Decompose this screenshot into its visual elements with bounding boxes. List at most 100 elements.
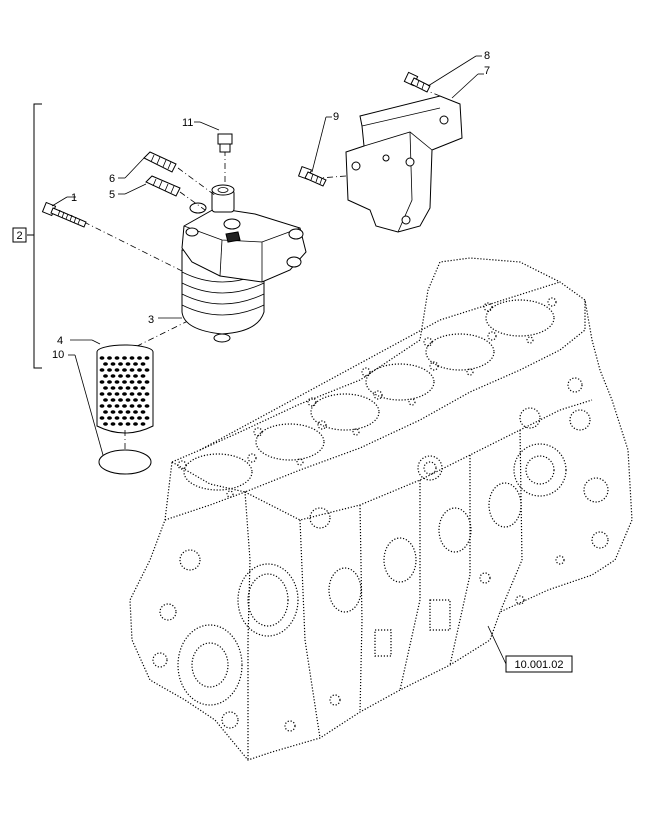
callout-7-label: 7: [484, 65, 490, 77]
bolt-8: [403, 55, 482, 93]
mesh-hole: [107, 368, 112, 372]
mesh-hole: [118, 374, 123, 378]
mesh-hole: [133, 374, 138, 378]
mesh-hole: [125, 374, 131, 378]
mesh-hole: [129, 356, 135, 360]
reference-box: 10.001.02: [487, 625, 573, 673]
mesh-hole: [133, 386, 138, 390]
mesh-hole: [118, 398, 123, 402]
mesh-hole: [122, 416, 127, 420]
mesh-hole: [99, 416, 105, 420]
mesh-hole: [99, 356, 105, 360]
mesh-hole: [110, 410, 116, 414]
mesh-hole: [99, 368, 105, 372]
mesh-hole: [118, 410, 123, 414]
mesh-hole: [137, 356, 142, 360]
mesh-hole: [107, 380, 112, 384]
mesh-hole: [140, 410, 146, 414]
filter-element: [70, 339, 154, 434]
filter-housing: [124, 184, 307, 353]
mesh-hole: [110, 386, 116, 390]
assembly-bracket: 2: [12, 103, 42, 369]
mesh-hole: [133, 422, 138, 426]
mesh-hole: [133, 398, 138, 402]
mesh-hole: [99, 404, 105, 408]
mesh-hole: [103, 362, 108, 366]
mesh-hole: [144, 416, 150, 420]
callout-3-label: 3: [148, 314, 154, 326]
callout-8-label: 8: [484, 50, 490, 62]
mesh-hole: [129, 368, 135, 372]
mesh-hole: [140, 422, 146, 426]
mesh-hole: [137, 368, 142, 372]
callout-9-label: 9: [333, 111, 339, 123]
fitting-6: [118, 151, 217, 197]
mesh-hole: [125, 386, 131, 390]
mesh-hole: [110, 362, 116, 366]
mesh-hole: [122, 392, 127, 396]
o-ring: [68, 354, 152, 475]
callout-2-label: 2: [16, 230, 22, 242]
mesh-hole: [114, 356, 120, 360]
mesh-hole: [110, 374, 116, 378]
mesh-hole: [144, 392, 150, 396]
callout-5-label: 5: [109, 189, 115, 201]
mesh-hole: [103, 398, 108, 402]
mesh-hole: [110, 398, 116, 402]
mesh-hole: [137, 380, 142, 384]
mesh-hole: [125, 398, 131, 402]
mesh-hole: [140, 386, 146, 390]
mesh-hole: [107, 416, 112, 420]
mesh-hole: [137, 416, 142, 420]
mesh-hole: [103, 410, 108, 414]
mesh-hole: [125, 362, 131, 366]
engine-block: [129, 257, 633, 761]
mounting-bracket: [319, 73, 484, 233]
mesh-hole: [140, 362, 146, 366]
bolt-1: [41, 196, 201, 281]
mesh-hole: [107, 404, 112, 408]
mesh-hole: [144, 356, 150, 360]
mesh-hole: [103, 422, 108, 426]
mesh-hole: [122, 368, 127, 372]
callout-6-label: 6: [109, 173, 115, 185]
mesh-hole: [133, 362, 138, 366]
mesh-hole: [122, 380, 127, 384]
mesh-hole: [99, 392, 105, 396]
mesh-hole: [125, 410, 131, 414]
mesh-hole: [114, 416, 120, 420]
mesh-hole: [144, 380, 150, 384]
mesh-hole: [103, 386, 108, 390]
mesh-hole: [137, 392, 142, 396]
callout-1-label: 1: [71, 192, 77, 204]
reference-label: 10.001.02: [515, 659, 564, 671]
mesh-hole: [107, 356, 112, 360]
mesh-hole: [114, 392, 120, 396]
mesh-hole: [118, 422, 123, 426]
callout-10-label: 10: [52, 349, 64, 361]
mesh-hole: [122, 356, 127, 360]
callout-11-label: 11: [182, 117, 193, 129]
callout-4-label: 4: [57, 335, 63, 347]
mesh-hole: [129, 416, 135, 420]
mesh-hole: [114, 368, 120, 372]
fitting-11: [194, 121, 233, 184]
mesh-hole: [133, 410, 138, 414]
fitting-5: [118, 175, 206, 211]
mesh-hole: [140, 398, 146, 402]
mesh-hole: [129, 380, 135, 384]
mesh-hole: [114, 404, 120, 408]
mesh-hole: [140, 374, 146, 378]
mesh-hole: [125, 422, 131, 426]
mesh-hole: [144, 404, 150, 408]
bolt-9: [297, 116, 332, 187]
mesh-hole: [114, 380, 120, 384]
mesh-hole: [122, 404, 127, 408]
mesh-hole: [118, 386, 123, 390]
mesh-hole: [144, 368, 150, 372]
mesh-hole: [103, 374, 108, 378]
mesh-hole: [99, 380, 105, 384]
mesh-hole: [107, 392, 112, 396]
mesh-hole: [137, 404, 142, 408]
